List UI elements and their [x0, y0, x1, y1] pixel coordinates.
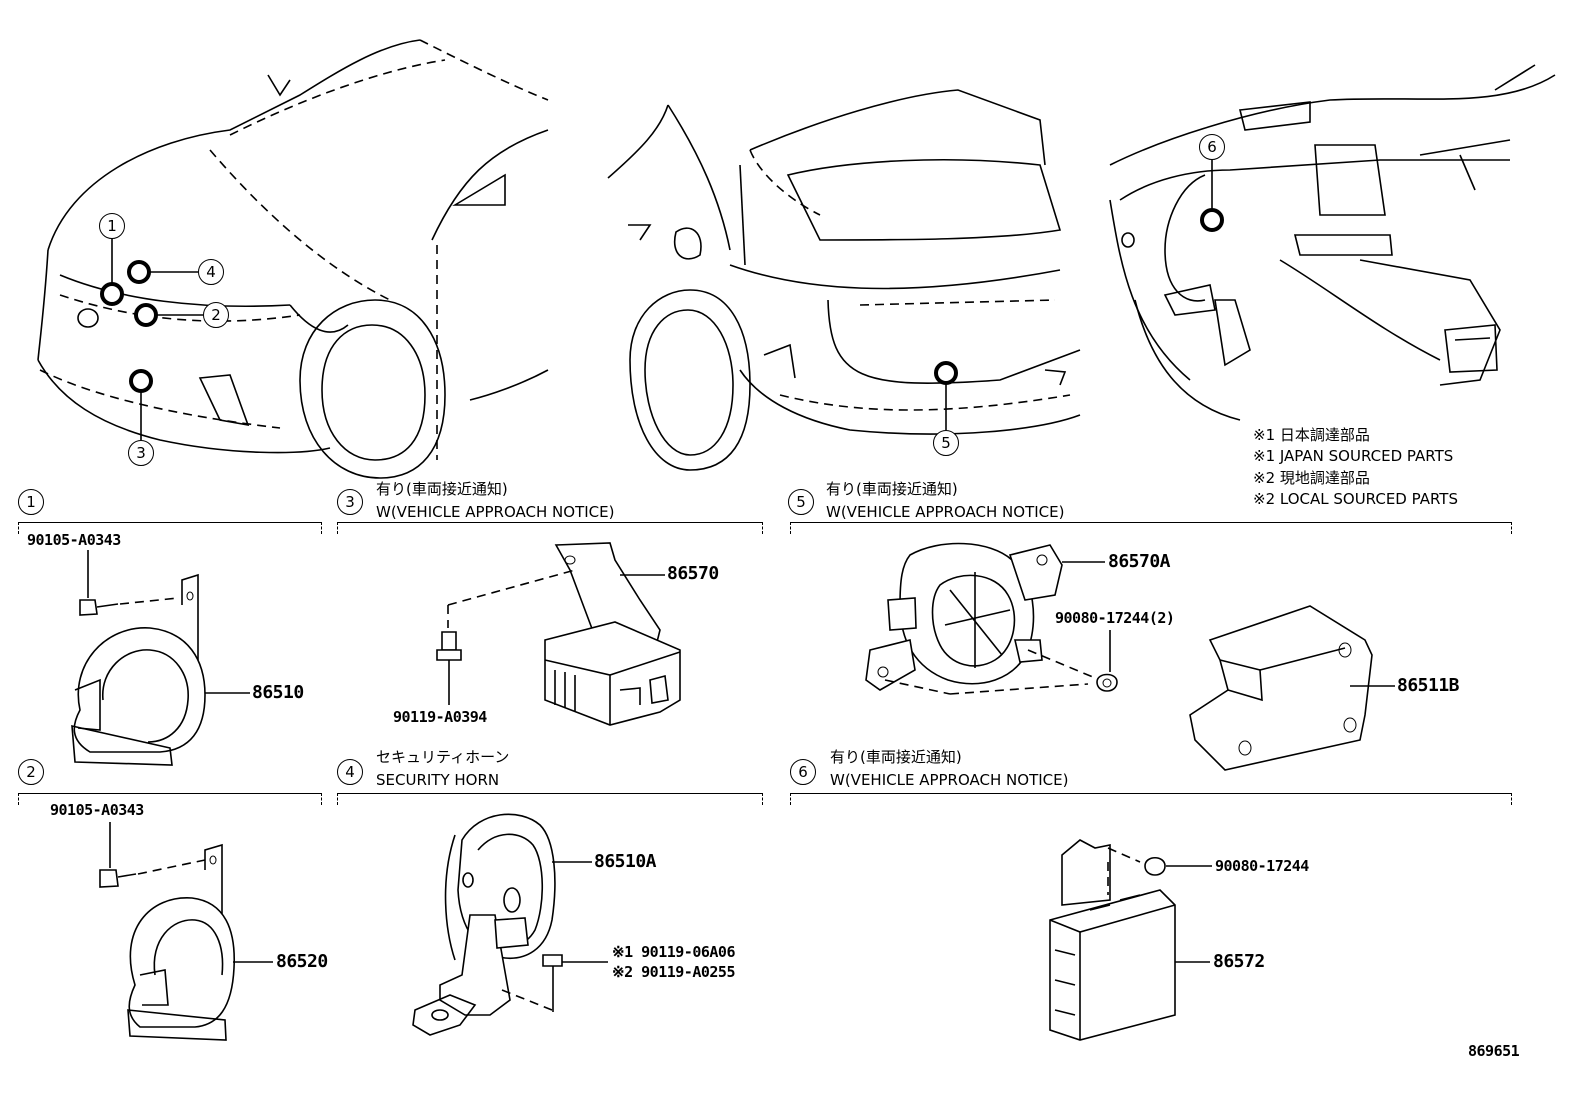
section-3-title-ja: 有り(車両接近通知): [376, 480, 508, 498]
section-2-bracket: [18, 793, 322, 805]
section-4-title-ja: セキュリティホーン: [376, 748, 510, 766]
section-6-title-en: W(VEHICLE APPROACH NOTICE): [830, 771, 1069, 789]
section-5-title-ja: 有り(車両接近通知): [826, 480, 958, 498]
section-5-title-en: W(VEHICLE APPROACH NOTICE): [826, 503, 1065, 521]
note-local-sourced-en: ※2 LOCAL SOURCED PARTS: [1253, 490, 1458, 508]
section-4-title-en: SECURITY HORN: [376, 771, 500, 789]
section-6-bracket: [790, 793, 1512, 805]
section-4-number: 4: [337, 759, 363, 785]
front-vehicle-illustration: [37, 39, 549, 479]
speaker-86570a-illustration: [865, 542, 1118, 695]
section-3-number: 3: [337, 489, 363, 515]
section-2-number: 2: [18, 759, 44, 785]
part-90105-a0343-s2: 90105-A0343: [50, 801, 144, 819]
part-86572: 86572: [1213, 951, 1265, 972]
cover-86511b-illustration: [1189, 605, 1395, 771]
speaker-86570-illustration: [436, 542, 681, 726]
callout-4: 4: [198, 259, 224, 285]
part-90119-a0394: 90119-A0394: [393, 708, 487, 726]
part-90119-06a06: ※1 90119-06A06: [612, 943, 735, 961]
section-6-number: 6: [790, 759, 816, 785]
note-japan-sourced-ja: ※1 日本調達部品: [1253, 426, 1370, 444]
part-90119-a0255: ※2 90119-A0255: [612, 963, 735, 981]
note-japan-sourced-en: ※1 JAPAN SOURCED PARTS: [1253, 447, 1454, 465]
section-1-bracket: [18, 522, 322, 534]
callout-3: 3: [128, 440, 154, 466]
ecu-86572-illustration: [1049, 839, 1212, 1041]
section-5-number: 5: [788, 489, 814, 515]
callout-2: 2: [203, 302, 229, 328]
part-86570: 86570: [667, 563, 719, 584]
horn-86520-illustration: [99, 822, 273, 1041]
horn-86510-illustration: [71, 550, 250, 766]
note-local-sourced-ja: ※2 現地調達部品: [1253, 469, 1370, 487]
part-90080-17244-x2: 90080-17244(2): [1055, 609, 1175, 627]
callout-1: 1: [99, 213, 125, 239]
callout-6: 6: [1199, 134, 1225, 160]
part-86511b: 86511B: [1397, 675, 1460, 696]
part-90105-a0343-s1: 90105-A0343: [27, 531, 121, 549]
section-3-bracket: [337, 522, 763, 534]
part-86520: 86520: [276, 951, 328, 972]
interior-dashboard-illustration: [1109, 64, 1556, 421]
rear-vehicle-illustration: [607, 89, 1081, 471]
section-3-title-en: W(VEHICLE APPROACH NOTICE): [376, 503, 615, 521]
section-5-bracket: [790, 522, 1512, 534]
part-86570a: 86570A: [1108, 551, 1171, 572]
section-1-number: 1: [18, 489, 44, 515]
location-markers: [100, 160, 1224, 440]
part-86510: 86510: [252, 682, 304, 703]
diagram-id: 869651: [1468, 1042, 1520, 1060]
section-6-title-ja: 有り(車両接近通知): [830, 748, 962, 766]
callout-5: 5: [933, 430, 959, 456]
part-90080-17244: 90080-17244: [1215, 857, 1309, 875]
part-86510a: 86510A: [594, 851, 657, 872]
security-horn-86510a-illustration: [412, 813, 608, 1036]
section-4-bracket: [337, 793, 763, 805]
